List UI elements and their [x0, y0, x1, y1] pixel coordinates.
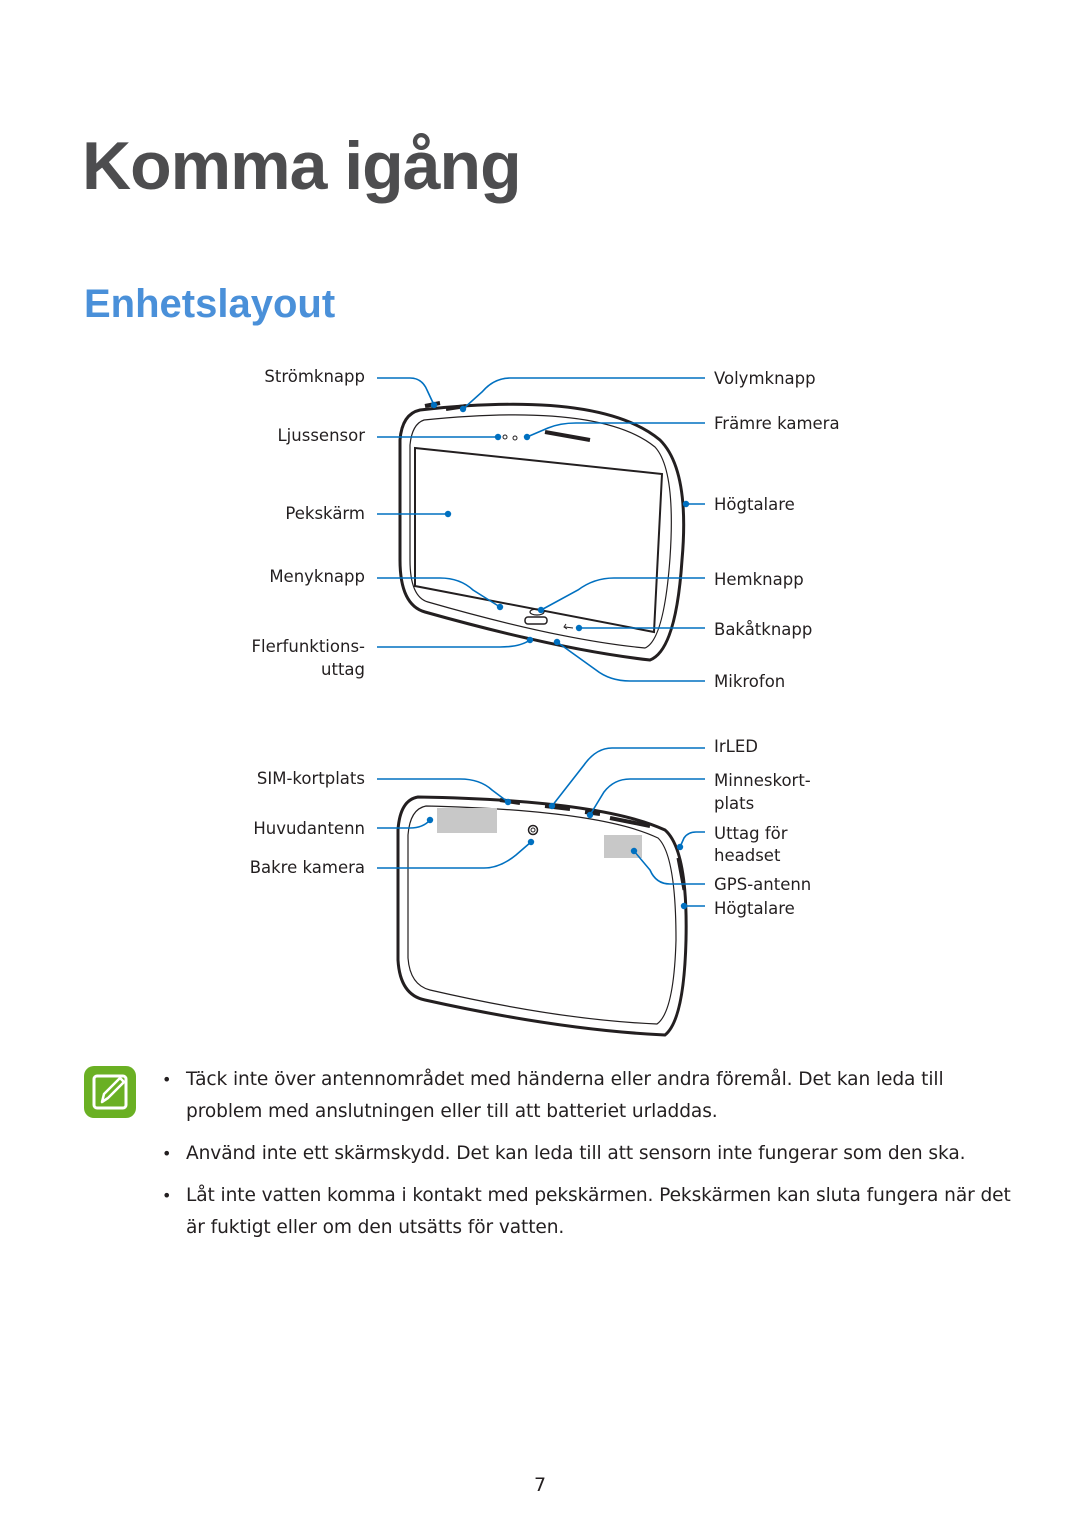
bullet: • — [162, 1144, 172, 1163]
page-number: 7 — [533, 1474, 547, 1496]
label-memory-slot-line1: Minneskort- — [714, 771, 811, 790]
label-speaker-back: Högtalare — [714, 899, 795, 918]
label-front-camera: Främre kamera — [714, 414, 840, 433]
chapter-title: Komma igång — [82, 128, 522, 204]
label-speaker-front: Högtalare — [714, 495, 795, 514]
label-power-key: Strömknapp — [264, 367, 365, 386]
note-pencil-glyph — [92, 1074, 128, 1110]
label-multipurpose-jack-line2: uttag — [321, 660, 365, 679]
label-gps-antenna: GPS-antenn — [714, 875, 812, 894]
label-touch-screen: Pekskärm — [285, 504, 365, 523]
label-main-antenna: Huvudantenn — [253, 819, 365, 838]
note-text: Låt inte vatten komma i kontakt med peks… — [186, 1185, 1011, 1238]
section-title: Enhetslayout — [84, 282, 336, 326]
bullet: • — [162, 1070, 172, 1089]
bullet: • — [162, 1186, 172, 1205]
note-text: Använd inte ett skärmskydd. Det kan leda… — [186, 1143, 966, 1164]
note-pencil-icon — [84, 1066, 136, 1118]
label-sim-slot: SIM-kortplats — [256, 769, 365, 788]
callout-dots — [426, 401, 690, 910]
label-rear-camera: Bakre kamera — [249, 858, 365, 877]
label-multipurpose-jack-line1: Flerfunktions- — [251, 637, 365, 656]
device-layout-diagram — [377, 377, 705, 1037]
tablet-back-illustration — [396, 795, 688, 1037]
notes-list: • Täck inte över antennområdet med händer… — [158, 1064, 1018, 1254]
label-irled: IrLED — [714, 737, 758, 756]
label-back-key: Bakåtknapp — [714, 620, 813, 639]
note-text: Täck inte över antennområdet med händern… — [186, 1069, 944, 1122]
note-item: • Låt inte vatten komma i kontakt med pek… — [158, 1180, 1018, 1244]
note-item: • Använd inte ett skärmskydd. Det kan led… — [158, 1138, 1018, 1170]
tablet-front-illustration — [398, 401, 686, 662]
label-light-sensor: Ljussensor — [277, 426, 365, 445]
label-headset-jack-line2: headset — [714, 846, 781, 865]
note-item: • Täck inte över antennområdet med händer… — [158, 1064, 1018, 1128]
label-volume-key: Volymknapp — [714, 369, 816, 388]
label-memory-slot-line2: plats — [714, 794, 755, 813]
label-home-key: Hemknapp — [714, 570, 804, 589]
label-menu-key: Menyknapp — [269, 567, 365, 586]
label-microphone: Mikrofon — [714, 672, 786, 691]
label-headset-jack-line1: Uttag för — [714, 824, 788, 843]
